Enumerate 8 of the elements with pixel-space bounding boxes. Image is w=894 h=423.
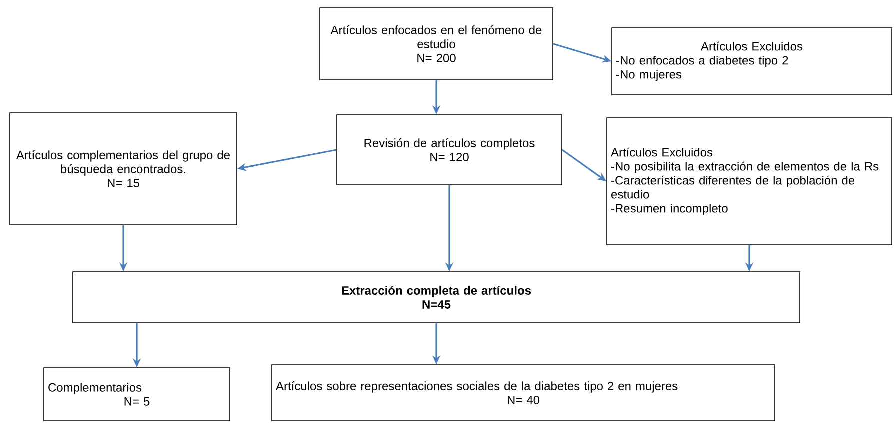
process-box: Artículos enfocados en el fenómeno de estudio N= 200 <box>320 8 554 80</box>
process-box: Artículos Excluidos -No posibilita la extracción de elementos de la Rs -Características diferentes de la población de estudio -Resumen incompleto <box>606 118 892 246</box>
process-box: Complementarios N= 5 <box>44 368 230 422</box>
process-box: Artículos sobre representaciones sociales de la diabetes tipo 2 en mujeres N= 40 <box>272 364 776 422</box>
process-box: Revisión de artículos completos N= 120 <box>336 114 562 186</box>
process-box: Artículos Excluidos -No enfocados a diabetes tipo 2 -No mujeres <box>612 28 892 96</box>
process-box: Extracción completa de artículos N=45 <box>72 272 800 324</box>
process-box: Artículos complementarios del grupo de búsqueda encontrados. N= 15 <box>10 112 238 226</box>
